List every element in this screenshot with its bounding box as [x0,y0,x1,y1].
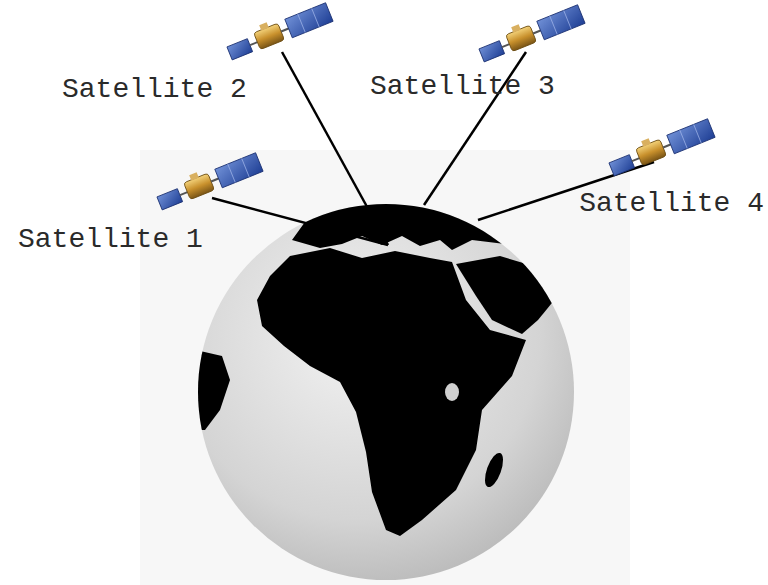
backdrop [140,150,630,585]
globe [196,193,590,580]
satellite-label: Satellite 1 [18,224,203,256]
satellite-label: Satellite 4 [579,188,764,220]
satellite-label: Satellite 2 [62,74,247,106]
satellite-label: Satellite 3 [370,71,555,103]
satellite-icons [154,0,715,212]
